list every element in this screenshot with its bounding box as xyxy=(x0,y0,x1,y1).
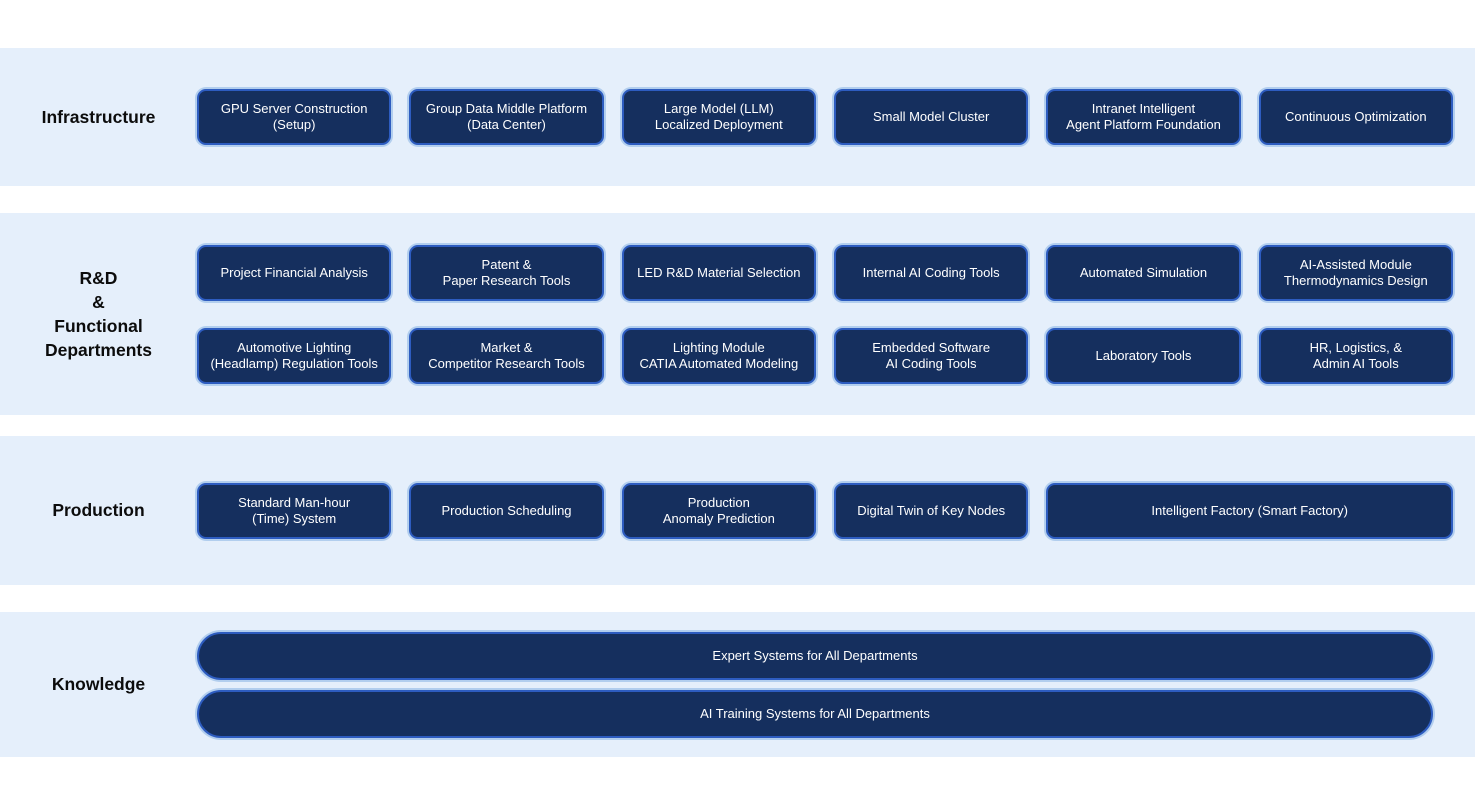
node-ai-assisted-thermodynamics-design: AI-Assisted Module Thermodynamics Design xyxy=(1258,244,1453,301)
node-intelligent-factory: Intelligent Factory (Smart Factory) xyxy=(1046,482,1453,539)
node-market-competitor-research-tools: Market & Competitor Research Tools xyxy=(409,327,604,384)
node-embedded-software-ai-coding-tools: Embedded Software AI Coding Tools xyxy=(833,327,1029,384)
node-digital-twin-key-nodes: Digital Twin of Key Nodes xyxy=(833,482,1029,539)
node-small-model-cluster: Small Model Cluster xyxy=(833,89,1029,145)
band-label-rd-functional: R&D & Functional Departments xyxy=(45,267,152,361)
band-production: Production Standard Man-hour (Time) Syst… xyxy=(0,436,1475,585)
band-label-infrastructure: Infrastructure xyxy=(41,106,156,127)
node-llm-localized-deployment: Large Model (LLM) Localized Deployment xyxy=(621,89,816,145)
node-continuous-optimization: Continuous Optimization xyxy=(1258,89,1453,145)
node-intranet-agent-platform: Intranet Intelligent Agent Platform Foun… xyxy=(1046,89,1241,145)
node-patent-paper-research-tools: Patent & Paper Research Tools xyxy=(409,244,604,301)
node-group-data-middle-platform: Group Data Middle Platform (Data Center) xyxy=(409,89,604,145)
band-rd-functional-departments: R&D & Functional Departments Project Fin… xyxy=(0,213,1475,415)
band-grid-production: Standard Man-hour (Time) System Producti… xyxy=(197,482,1453,539)
band-label-production: Production xyxy=(52,500,145,521)
node-catia-automated-modeling: Lighting Module CATIA Automated Modeling xyxy=(621,327,816,384)
node-led-rd-material-selection: LED R&D Material Selection xyxy=(621,244,816,301)
node-laboratory-tools: Laboratory Tools xyxy=(1046,327,1241,384)
node-gpu-server-construction: GPU Server Construction (Setup) xyxy=(197,89,392,145)
node-production-anomaly-prediction: Production Anomaly Prediction xyxy=(621,482,816,539)
band-knowledge: Knowledge Expert Systems for All Departm… xyxy=(0,612,1475,757)
band-infrastructure: Infrastructure GPU Server Construction (… xyxy=(0,48,1475,186)
node-internal-ai-coding-tools: Internal AI Coding Tools xyxy=(833,244,1029,301)
node-production-scheduling: Production Scheduling xyxy=(409,482,604,539)
node-standard-man-hour-system: Standard Man-hour (Time) System xyxy=(197,482,392,539)
node-ai-training-systems-all-departments: AI Training Systems for All Departments xyxy=(197,689,1433,738)
node-automated-simulation: Automated Simulation xyxy=(1046,244,1241,301)
band-grid-infrastructure: GPU Server Construction (Setup) Group Da… xyxy=(197,89,1453,145)
node-hr-logistics-admin-ai-tools: HR, Logistics, & Admin AI Tools xyxy=(1258,327,1453,384)
band-grid-knowledge: Expert Systems for All Departments AI Tr… xyxy=(197,631,1453,738)
band-grid-rd-functional: Project Financial Analysis Patent & Pape… xyxy=(197,244,1453,384)
node-project-financial-analysis: Project Financial Analysis xyxy=(197,244,392,301)
node-automotive-lighting-regulation-tools: Automotive Lighting (Headlamp) Regulatio… xyxy=(197,327,392,384)
node-expert-systems-all-departments: Expert Systems for All Departments xyxy=(197,631,1433,680)
band-label-knowledge: Knowledge xyxy=(51,674,146,695)
